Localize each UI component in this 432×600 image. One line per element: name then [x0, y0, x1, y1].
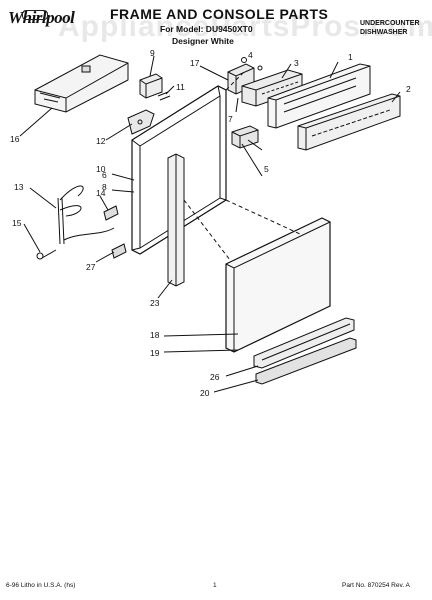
- callout-19: 19: [150, 348, 160, 358]
- callout-17: 17: [190, 58, 200, 68]
- callout-11: 11: [176, 82, 185, 92]
- callout-8: 8: [102, 182, 107, 192]
- callout-14: 14: [96, 188, 106, 198]
- callout-6: 6: [102, 170, 107, 180]
- part-18-door-panel: [225, 217, 331, 353]
- page-title: FRAME AND CONSOLE PARTS: [110, 6, 329, 22]
- callout-9: 9: [150, 48, 155, 58]
- callout-labels: 1 2 3 4 5 6 7 8 9 10 11 12 13 14 15 16 1…: [10, 48, 411, 398]
- part-13-wire-harness: [57, 185, 115, 245]
- part-16-housing: [34, 54, 129, 113]
- brand-logo: Whirlpool: [8, 8, 75, 28]
- callout-7: 7: [228, 114, 233, 124]
- callout-2: 2: [406, 84, 411, 94]
- brand-badge-shape: [22, 10, 48, 20]
- leader-lines: [19, 55, 401, 393]
- callout-23: 23: [150, 298, 160, 308]
- part-26-kickplate: [253, 317, 355, 369]
- callout-27: 27: [86, 262, 96, 272]
- part-15-clip: [36, 249, 57, 260]
- callout-5: 5: [264, 164, 269, 174]
- product-type-line1: UNDERCOUNTER: [360, 20, 420, 27]
- part-20-strip: [255, 337, 357, 385]
- footer-print-info: 6-96 Litho in U.S.A. (hs): [6, 582, 76, 589]
- part-12-hinge: [127, 109, 155, 135]
- part-14-connector: [103, 205, 119, 221]
- callout-3: 3: [294, 58, 299, 68]
- callout-10: 10: [96, 164, 106, 174]
- assembly-guide-lines: [183, 71, 301, 261]
- part-27-bolt: [111, 243, 127, 259]
- callout-1: 1: [348, 52, 353, 62]
- callout-18: 18: [150, 330, 160, 340]
- callout-13: 13: [14, 182, 24, 192]
- part-9-latch: [139, 73, 163, 99]
- watermark: AppliancePartsPros.com: [58, 10, 432, 43]
- callout-15: 15: [12, 218, 22, 228]
- callout-26: 26: [210, 372, 220, 382]
- part-2-trim: [297, 93, 401, 151]
- part-11-screw: [157, 91, 171, 101]
- callout-12: 12: [96, 136, 106, 146]
- footer-part-number: Part No. 870254 Rev. A: [342, 582, 410, 589]
- callout-20: 20: [200, 388, 210, 398]
- footer-page-number: 1: [213, 582, 217, 589]
- part-23-strip: [167, 153, 185, 287]
- part-1-console: [267, 63, 371, 129]
- color-line: Designer White: [172, 36, 234, 46]
- callout-4: 4: [248, 50, 253, 60]
- model-line: For Model: DU9450XT0: [160, 24, 253, 34]
- product-type-line2: DISHWASHER: [360, 29, 408, 36]
- callout-16: 16: [10, 134, 20, 144]
